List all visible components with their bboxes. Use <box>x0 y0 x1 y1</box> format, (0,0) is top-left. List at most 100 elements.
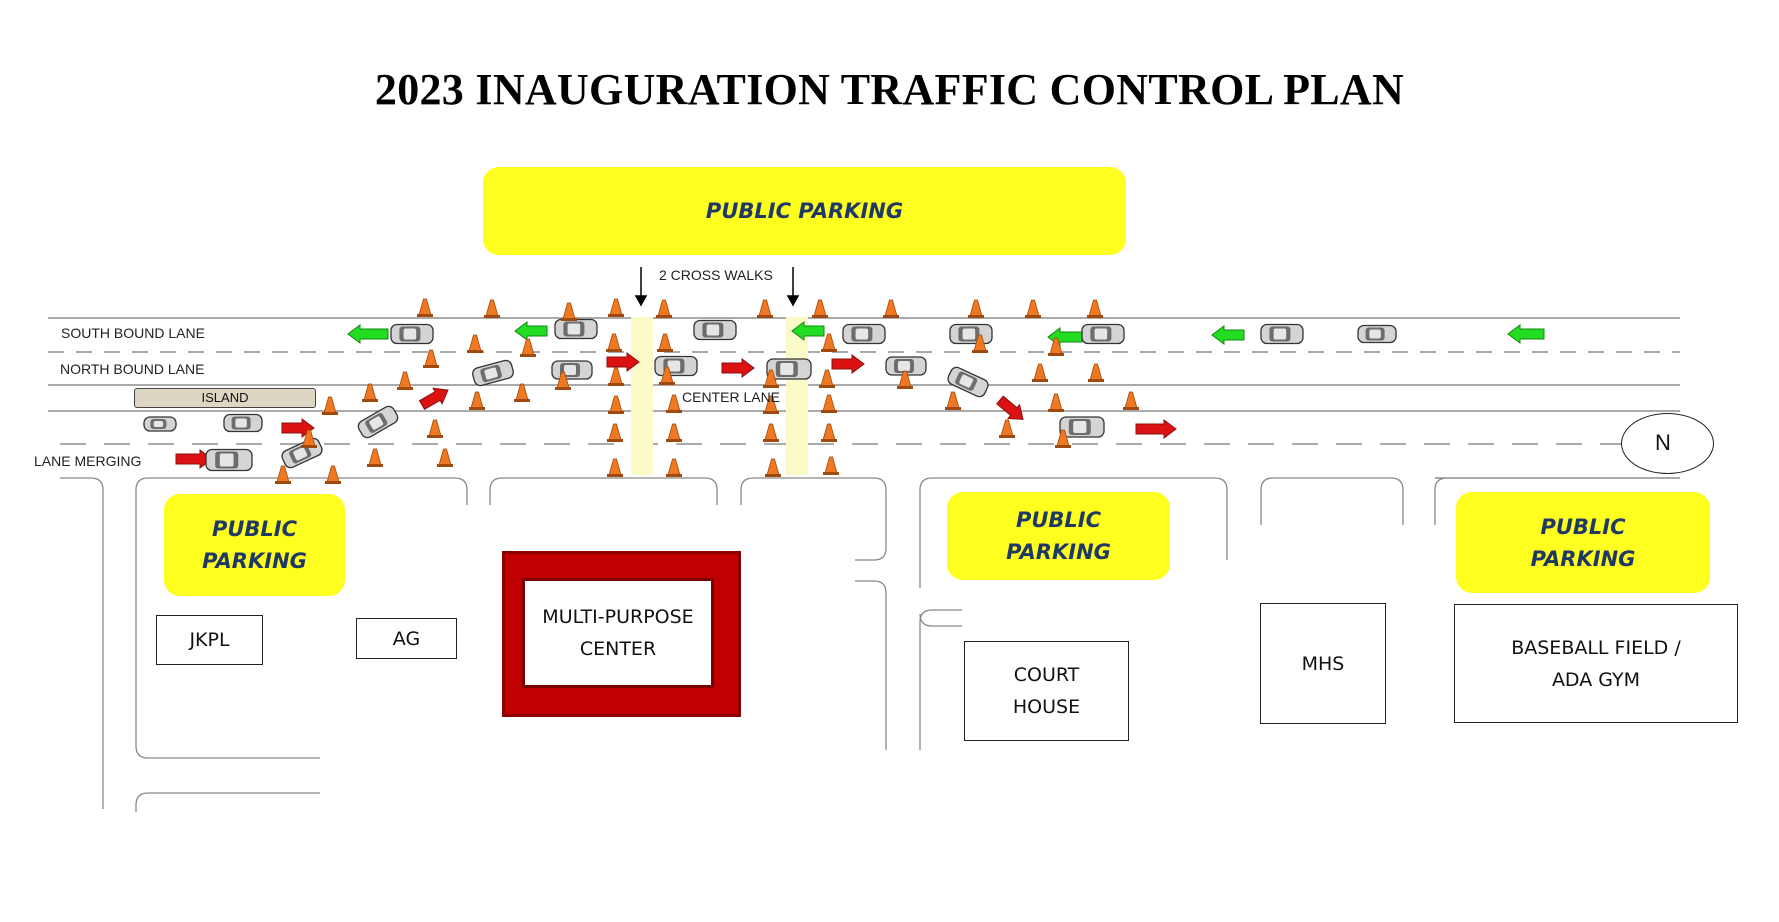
traffic-cone <box>657 333 673 352</box>
traffic-cone <box>968 299 984 318</box>
crosswalks <box>631 317 808 475</box>
multi-purpose-center: MULTI-PURPOSE CENTER <box>522 578 714 688</box>
traffic-cone <box>607 458 623 477</box>
northbound-arrow <box>996 395 1024 420</box>
car <box>554 318 598 340</box>
car <box>1081 323 1125 345</box>
northbound-arrow <box>1135 419 1177 439</box>
northbound-arrow <box>721 358 755 378</box>
traffic-cone <box>423 349 439 368</box>
north-bound-lane-label: NORTH BOUND LANE <box>60 361 205 377</box>
mpc-line2: CENTER <box>579 638 657 660</box>
car <box>281 437 323 469</box>
building-mhs-label: MHS <box>1301 652 1345 675</box>
car <box>205 448 253 472</box>
car <box>1260 323 1304 345</box>
traffic-cone <box>514 383 530 402</box>
public-parking-top: PUBLIC PARKING <box>483 167 1126 255</box>
traffic-cone <box>819 369 835 388</box>
public-parking-right-line2: PARKING <box>1530 546 1636 571</box>
traffic-cone <box>666 423 682 442</box>
traffic-cone <box>897 370 913 389</box>
traffic-cone <box>659 366 675 385</box>
northbound-arrow <box>418 387 449 411</box>
southbound-arrow <box>1211 325 1245 345</box>
crosswalk-1 <box>631 317 653 475</box>
traffic-cone <box>437 448 453 467</box>
traffic-cone <box>561 302 577 321</box>
public-parking-top-label: PUBLIC PARKING <box>705 199 904 223</box>
car <box>223 413 263 433</box>
traffic-cone <box>1055 429 1071 448</box>
traffic-cone <box>763 423 779 442</box>
traffic-cone <box>1032 363 1048 382</box>
traffic-cone <box>275 465 291 484</box>
lane-merging-label: LANE MERGING <box>34 453 142 469</box>
traffic-cone <box>883 299 899 318</box>
traffic-cone <box>757 299 773 318</box>
mpc-line1: MULTI-PURPOSE <box>542 606 694 628</box>
traffic-cone <box>763 369 779 388</box>
traffic-cone <box>666 458 682 477</box>
baseball-line1: BASEBALL FIELD / <box>1511 636 1681 659</box>
traffic-cone <box>821 333 837 352</box>
traffic-cone <box>520 338 536 357</box>
car <box>1357 324 1397 344</box>
car <box>551 360 593 380</box>
page-title: 2023 INAUGURATION TRAFFIC CONTROL PLAN <box>374 65 1405 114</box>
traffic-cone <box>999 419 1015 438</box>
traffic-cone <box>427 419 443 438</box>
car <box>949 323 993 345</box>
center-lane-label: CENTER LANE <box>682 389 781 405</box>
south-bound-lane-label: SOUTH BOUND LANE <box>61 325 205 341</box>
traffic-cone <box>367 448 383 467</box>
traffic-cone <box>397 371 413 390</box>
building-jkpl: JKPL <box>156 615 263 665</box>
traffic-cone <box>823 456 839 475</box>
southbound-arrow <box>514 321 548 341</box>
traffic-cone <box>1025 299 1041 318</box>
traffic-cone <box>555 371 571 390</box>
traffic-cone <box>362 383 378 402</box>
traffic-cone <box>1123 391 1139 410</box>
cross-walks-label: 2 CROSS WALKS <box>659 267 773 283</box>
traffic-cone <box>322 396 338 415</box>
car <box>766 358 812 380</box>
southbound-arrow <box>791 321 825 341</box>
traffic-cone <box>608 367 624 386</box>
traffic-cone <box>417 298 433 317</box>
traffic-cone <box>1048 393 1064 412</box>
crosswalk-arrows <box>634 267 800 307</box>
traffic-cone <box>469 391 485 410</box>
car <box>693 319 737 341</box>
car <box>357 405 399 439</box>
traffic-cone <box>484 299 500 318</box>
car <box>390 323 434 345</box>
car <box>1059 416 1105 438</box>
court-house-line2: HOUSE <box>1012 696 1081 718</box>
traffic-cone <box>608 298 624 317</box>
traffic-cone <box>945 391 961 410</box>
baseball-line2: ADA GYM <box>1551 668 1641 691</box>
public-parking-left-line2: PARKING <box>202 549 307 573</box>
traffic-cone <box>972 334 988 353</box>
traffic-cone <box>325 465 341 484</box>
public-parking-left-line1: PUBLIC <box>211 517 298 541</box>
court-house-line1: COURT <box>1013 664 1080 686</box>
southbound-arrow <box>347 324 389 344</box>
building-baseball-ada-gym: BASEBALL FIELD / ADA GYM <box>1454 604 1738 723</box>
traffic-cone <box>301 429 317 448</box>
traffic-cone <box>1048 337 1064 356</box>
car <box>842 323 886 345</box>
island: ISLAND <box>134 388 316 408</box>
building-jkpl-label: JKPL <box>189 629 230 651</box>
building-ag: AG <box>356 618 457 659</box>
traffic-cone <box>607 423 623 442</box>
traffic-cone <box>656 299 672 318</box>
traffic-cone <box>821 423 837 442</box>
compass-north-label: N <box>1655 430 1671 455</box>
traffic-cone <box>821 394 837 413</box>
